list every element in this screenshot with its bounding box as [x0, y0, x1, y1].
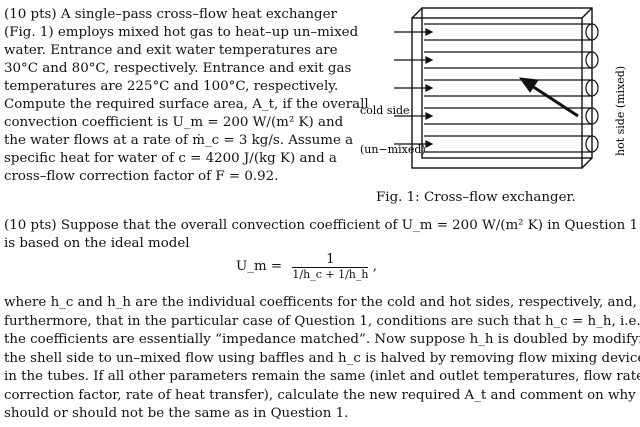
cold-side-label: cold side — [360, 104, 410, 117]
q1-line: specific heat for water of c = 4200 J/(k… — [4, 151, 337, 166]
q2-body-line: furthermore, that in the particular case… — [4, 313, 640, 329]
cold-inlet-arrows — [394, 28, 434, 148]
hot-gas-arrow — [518, 77, 579, 118]
q1-line: the water flows at a rate of ṁ_c = 3 kg/… — [4, 133, 354, 148]
equation-fraction: 1 1/h_c + 1/h_h — [292, 252, 369, 281]
q1-line: (10 pts) A single–pass cross–flow heat e… — [4, 7, 337, 22]
q1-line: water. Entrance and exit water temperatu… — [4, 43, 338, 58]
q2-body-line: where h_c and h_h are the individual coe… — [4, 295, 637, 310]
q2-body-line: the shell side to un–mixed flow using ba… — [4, 350, 640, 366]
q2-line: is based on the ideal model — [4, 236, 190, 251]
question-2-body: where h_c and h_h are the individual coe… — [4, 294, 640, 424]
q2-line: (10 pts) Suppose that the overall convec… — [4, 218, 638, 233]
equation-lhs: U_m = — [236, 259, 283, 274]
q2-body-line: in the tubes. If all other parameters re… — [4, 369, 640, 384]
equation-denominator: 1/h_c + 1/h_h — [292, 268, 369, 281]
q2-body-line: correction factor, rate of heat transfer… — [4, 387, 640, 403]
q1-line: cross–flow correction factor of F = 0.92… — [4, 169, 279, 184]
q1-line: Compute the required surface area, A_t, … — [4, 97, 369, 112]
q1-line: convection coefficient is U_m = 200 W/(m… — [4, 115, 344, 130]
q2-body-line: the coefficients are essentially “impeda… — [4, 332, 640, 347]
tube-group — [424, 23, 599, 153]
box-front-face — [411, 17, 583, 169]
equation: U_m = 1 1/h_c + 1/h_h , — [236, 252, 377, 281]
figure-caption: Fig. 1: Cross–flow exchanger. — [376, 190, 576, 205]
equation-trail: , — [372, 259, 377, 274]
q1-line: 30°C and 80°C, respectively. Entrance an… — [4, 61, 352, 76]
unmixed-label: (un−mixed) — [360, 143, 426, 156]
crossflow-exchanger-figure: cold side (un−mixed) hot side (mixed) — [360, 7, 627, 169]
box-back-face — [421, 7, 593, 159]
equation-numerator: 1 — [292, 252, 369, 268]
q2-body-line: should or should not be the same as in Q… — [4, 406, 349, 421]
q1-line: temperatures are 225°C and 100°C, respec… — [4, 79, 339, 94]
q1-line: (Fig. 1) employs mixed hot gas to heat–u… — [4, 25, 359, 40]
question-2-intro: (10 pts) Suppose that the overall convec… — [4, 217, 638, 253]
hot-side-label: hot side (mixed) — [614, 66, 627, 156]
